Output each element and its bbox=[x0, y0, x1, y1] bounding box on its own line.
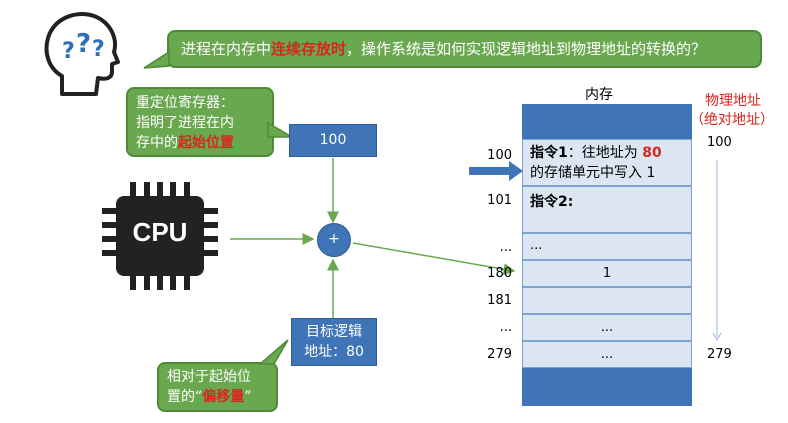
cpu-chip-icon bbox=[102, 182, 218, 290]
instruction1-label: 指令1 bbox=[530, 145, 568, 161]
physical-address-subtitle: （绝对地址） bbox=[690, 112, 774, 128]
memory-cell-180: 1 bbox=[522, 260, 692, 287]
instruction1-text: ：往地址为 bbox=[567, 145, 643, 161]
address-label-101: 101 bbox=[487, 193, 512, 208]
memory-cell-101: 指令2: bbox=[522, 186, 692, 233]
question-bubble: 进程在内存中连续存放时，操作系统是如何实现逻辑地址到物理地址的转换的？ bbox=[167, 30, 762, 68]
logical-address-line2: 地址：80 bbox=[304, 344, 364, 360]
offset-note-line1: 相对于起始位 bbox=[167, 369, 251, 385]
relocation-note-line1: 重定位寄存器： bbox=[136, 95, 234, 111]
question-bubble-tail bbox=[143, 50, 170, 69]
relocation-note-bubble: 重定位寄存器： 指明了进程在内 存中的起始位置 bbox=[126, 87, 274, 157]
memory-cell-text: ... bbox=[600, 347, 614, 362]
svg-text:?: ? bbox=[62, 39, 75, 64]
offset-note-tail bbox=[257, 339, 289, 365]
memory-cell-text: ... bbox=[600, 320, 614, 335]
offset-note-line2: 置的“ bbox=[167, 389, 203, 405]
instruction1-address: 80 bbox=[642, 145, 662, 161]
memory-cell-value: 1 bbox=[602, 266, 612, 281]
memory-cell-ellipsis-1: ... bbox=[522, 233, 692, 260]
physical-address-end: 279 bbox=[707, 347, 732, 362]
head-question-icon: ? ? ? bbox=[44, 12, 120, 96]
memory-cell-181 bbox=[522, 287, 692, 314]
physical-address-title: 物理地址 bbox=[705, 93, 761, 109]
memory-bottom-block bbox=[522, 368, 692, 406]
svg-text:?: ? bbox=[92, 37, 105, 62]
memory-cell-100: 指令1：往地址为 80 的存储单元中写入 1 bbox=[522, 139, 692, 186]
address-label-ellipsis-1: ... bbox=[499, 240, 512, 255]
relocation-register: 100 bbox=[289, 124, 377, 157]
relocation-note-tail bbox=[267, 121, 295, 138]
memory-title: 内存 bbox=[585, 87, 613, 103]
question-text-highlight: 连续存放时 bbox=[271, 40, 347, 58]
offset-note-bubble: 相对于起始位 置的“偏移量” bbox=[157, 362, 278, 412]
question-text-pre: 进程在内存中 bbox=[181, 40, 272, 58]
offset-note-line2-end: ” bbox=[244, 389, 252, 405]
adder-circle: + bbox=[317, 223, 351, 257]
address-label-279: 279 bbox=[487, 347, 512, 362]
instruction2-label: 指令2: bbox=[530, 194, 574, 210]
current-address-pointer-icon bbox=[469, 161, 523, 181]
relocation-register-value: 100 bbox=[319, 132, 347, 148]
offset-note-highlight: 偏移量 bbox=[202, 389, 245, 405]
memory-cell-text: ... bbox=[530, 238, 543, 253]
logical-address-box: 目标逻辑 地址：80 bbox=[291, 318, 377, 366]
question-text-post: ，操作系统是如何实现逻辑地址到物理地址的转换的？ bbox=[346, 40, 707, 58]
address-label-100: 100 bbox=[487, 148, 512, 163]
relocation-note-highlight: 起始位置 bbox=[178, 135, 234, 151]
relocation-note-line3: 存中的 bbox=[136, 135, 178, 151]
adder-symbol: + bbox=[328, 231, 340, 247]
address-label-180: 180 bbox=[487, 266, 512, 281]
physical-address-start: 100 bbox=[707, 135, 732, 150]
address-label-ellipsis-2: ... bbox=[499, 320, 512, 335]
address-label-181: 181 bbox=[487, 293, 512, 308]
memory-cell-279: ... bbox=[522, 341, 692, 368]
cpu-label: CPU bbox=[132, 217, 188, 247]
memory-top-block bbox=[522, 104, 692, 139]
memory-cell-ellipsis-2: ... bbox=[522, 314, 692, 341]
logical-address-line1: 目标逻辑 bbox=[306, 324, 362, 340]
instruction1-line2: 的存储单元中写入 1 bbox=[530, 165, 656, 181]
svg-text:?: ? bbox=[76, 29, 91, 59]
relocation-note-line2: 指明了进程在内 bbox=[136, 115, 234, 131]
